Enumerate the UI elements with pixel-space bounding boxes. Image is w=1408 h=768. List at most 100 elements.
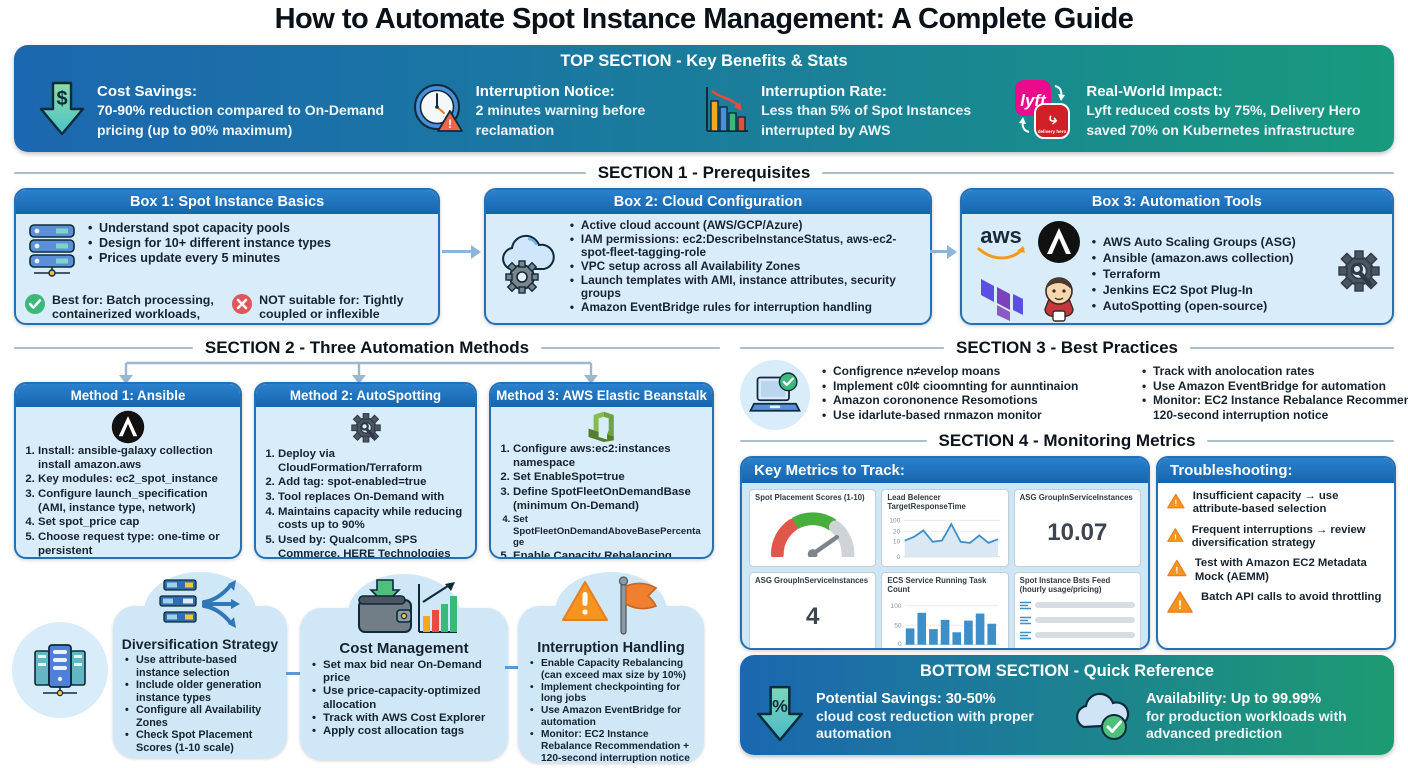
not-suitable-text: Tightly coupled or inflexible systems <box>259 293 404 323</box>
best-for-text: Batch processing, containerized workload… <box>52 293 214 323</box>
svg-text:0: 0 <box>898 641 902 648</box>
laptop-check-icon <box>740 360 810 430</box>
strategy-title: Cost Management <box>339 640 469 657</box>
feed-row <box>1019 631 1135 640</box>
cloud-check-icon <box>1070 687 1136 746</box>
percent-down-arrow-icon: % <box>754 685 806 748</box>
step-item: Tool replaces On-Demand with <box>278 491 469 505</box>
bullet-item: Amazon corononence Resomotions <box>820 393 1128 408</box>
method1-title: Method 1: Ansible <box>16 384 240 407</box>
svg-text:100: 100 <box>891 603 902 610</box>
bottom-item-availability: Availability: Up to 99.99%for production… <box>1070 685 1376 748</box>
svg-text:0: 0 <box>897 554 901 561</box>
box1-spot-instance-basics: Box 1: Spot Instance Basics Understand s… <box>14 188 441 325</box>
section1-header: SECTION 1 - Prerequisites <box>14 163 1395 183</box>
bottom-item-savings: % Potential Savings: 30-50%cloud cost re… <box>754 685 1060 748</box>
step-item: Set SpotFleetOnDemandAboveBasePercentage <box>513 514 706 549</box>
bottom-section-title: BOTTOM SECTION - Quick Reference <box>919 662 1214 680</box>
metric-card-feed: Spot Instance Bsts Feed (hourly usage/pr… <box>1013 571 1141 648</box>
top-section: TOP SECTION - Key Benefits & Stats $ Cos… <box>14 45 1394 152</box>
bullet-item: Understand spot capacity pools <box>86 221 331 236</box>
svg-text:!: ! <box>1178 598 1182 612</box>
server-stack-icon <box>26 221 78 284</box>
bullet-item: Use Amazon EventBridge for automation <box>528 705 698 729</box>
top-section-title: TOP SECTION - Key Benefits & Stats <box>560 52 848 70</box>
troubleshooting-item: ! Frequent interruptions → review divers… <box>1167 523 1385 551</box>
troubleshooting-title: Troubleshooting: <box>1158 458 1394 483</box>
bullet-item: Use attribute-based instance selection <box>123 654 281 679</box>
svg-text:10: 10 <box>893 538 901 545</box>
method3-title: Method 3: AWS Elastic Beanstalk <box>491 384 712 407</box>
bullet-item: Set max bid near On-Demand price <box>310 659 502 685</box>
method1-ansible: Method 1: Ansible Install: ansible-galax… <box>14 382 242 559</box>
svg-text:!: ! <box>1174 499 1177 508</box>
top-item-title: Cost Savings: <box>97 82 198 100</box>
section4-title: SECTION 4 - Monitoring Metrics <box>938 431 1196 450</box>
gear-wrench-icon <box>256 407 475 448</box>
warning-flag-icon <box>518 576 704 636</box>
troubleshooting-panel: Troubleshooting: ! Insufficient capacity… <box>1156 456 1396 650</box>
strategy-cost-management: Cost Management Set max bid near On-Dema… <box>300 574 508 760</box>
method2-autospotting: Method 2: AutoSpotting Deploy via CloudF… <box>254 382 477 559</box>
bullet-item: Implement c0l¢ cioomnting for aunntinaio… <box>820 379 1128 394</box>
bullet-item: Use Amazon EventBridge for automation <box>1140 379 1408 394</box>
top-item-text: reduction compared to On-Demand pricing … <box>97 102 385 138</box>
declining-bars-icon <box>704 85 750 138</box>
section1-title: SECTION 1 - Prerequisites <box>597 163 811 182</box>
svg-text:100: 100 <box>890 517 901 524</box>
method2-title: Method 2: AutoSpotting <box>256 384 475 407</box>
svg-text:20: 20 <box>893 528 901 535</box>
bullet-item: AutoSpotting (open-source) <box>1090 298 1326 314</box>
metric-value: 10.07 <box>1047 519 1108 547</box>
terraform-icon <box>979 275 1023 323</box>
warning-triangle-icon: ! <box>1167 493 1185 509</box>
section2-header: SECTION 2 - Three Automation Methods <box>14 338 720 358</box>
step-item: Used by: Qualcomm, SPS Commerce, HERE Te… <box>278 534 469 557</box>
svg-text:!: ! <box>1175 566 1178 576</box>
step-item: Choose request type: one-time or persist… <box>38 531 234 557</box>
step-item: Enable Capacity Rebalancing <box>513 550 706 557</box>
metric-bar-chart: 100 50 0 <box>891 603 999 648</box>
step-item: Configure launch_specification (AMI, ins… <box>38 488 234 515</box>
top-item-real-world-impact: lyft ⤷ delivery hero Real-World Impact: … <box>1009 76 1370 147</box>
bullet-item: Ansible (amazon.aws collection) <box>1090 250 1326 266</box>
delivery-hero-logo-label: delivery hero <box>1038 129 1067 134</box>
top-item-title: Real-World Impact: <box>1086 82 1223 100</box>
bottom-section: BOTTOM SECTION - Quick Reference % Poten… <box>740 655 1394 755</box>
bullet-item: Track with anolocation rates <box>1140 364 1408 379</box>
not-suitable-item: NOT suitable for: Tightly coupled or inf… <box>231 293 430 323</box>
svg-text:!: ! <box>1174 532 1177 541</box>
gear-wrench-icon <box>1334 246 1384 303</box>
step-item: Add tag: spot-enabled=true <box>278 476 469 490</box>
step-item: Set EnableSpot=true <box>513 471 706 485</box>
bullet-item: Amazon EventBridge rules for interruptio… <box>568 300 922 315</box>
top-item-title: Interruption Notice: <box>475 82 615 100</box>
bottom-item-strong: Availability: Up to 99.99% <box>1146 691 1322 708</box>
elastic-beanstalk-icon <box>491 407 712 443</box>
strategy-title: Diversification Strategy <box>121 636 279 652</box>
aws-logo-label: aws <box>980 223 1022 248</box>
list-icon <box>1019 601 1031 610</box>
svg-text:$: $ <box>56 88 67 110</box>
clock-warning-icon: ! <box>413 83 465 140</box>
list-icon <box>1019 616 1031 625</box>
bullet-item: Use idarlute-based rnmazon monitor <box>820 408 1128 423</box>
bullet-item: Monitor: EC2 Instance Rebalance Recommen… <box>1140 393 1408 422</box>
metric-card-bar: ECS Service Running Task Count 100 50 0 <box>881 571 1009 648</box>
best-for-item: Best for: Batch processing, containerize… <box>24 293 223 323</box>
bullet-item: Use price-capacity-optimized allocation <box>310 685 502 711</box>
bullet-item: Apply cost allocation tags <box>310 725 502 738</box>
step-item: Configure aws:ec2:instances namespace <box>513 443 706 470</box>
metric-label: ASG GroupInServiceInstances <box>755 575 869 585</box>
bullet-item: Launch templates with AMI, instance attr… <box>568 273 922 301</box>
strategy-interruption-handling: Interruption Handling Enable Capacity Re… <box>518 572 704 764</box>
bullet-item: Implement checkpointing for long jobs <box>528 682 698 706</box>
troubleshooting-item: ! Test with Amazon EC2 Metadata Mock (AE… <box>1167 556 1385 584</box>
lyft-deliveryhero-icons: lyft ⤷ delivery hero <box>1009 76 1075 147</box>
bullet-item: VPC setup across all Availability Zones <box>568 259 922 274</box>
feed-row <box>1019 601 1135 610</box>
metric-label: ASG GroupInServiceInstances <box>1019 493 1133 502</box>
bottom-item-strong: Potential Savings: 30-50% <box>816 691 996 708</box>
warning-triangle-icon: ! <box>1167 527 1184 542</box>
section2-connector-lines <box>119 361 598 384</box>
